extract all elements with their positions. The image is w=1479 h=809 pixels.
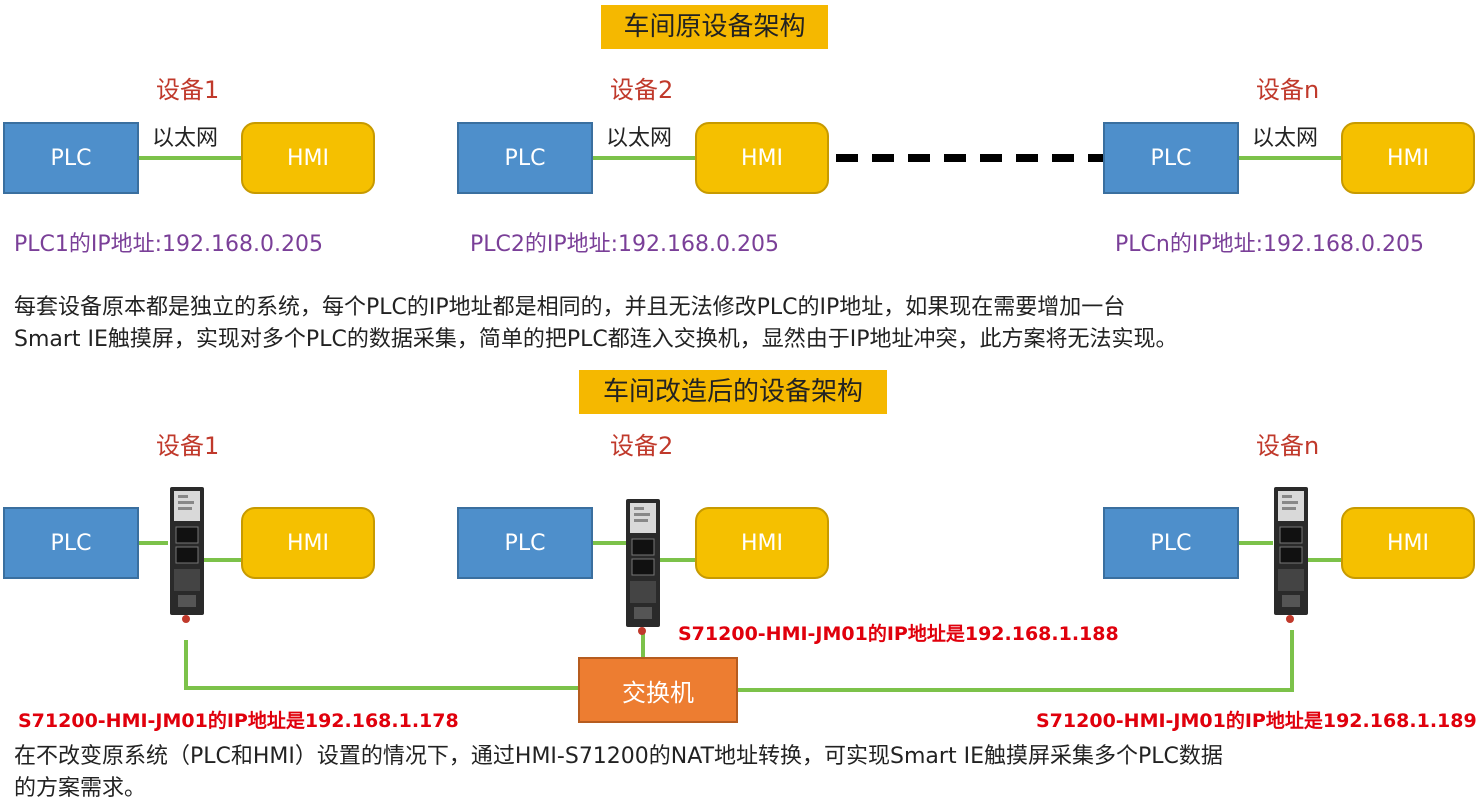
gateway-2-ip-label: S71200-HMI-JM01的IP地址是192.168.1.188	[678, 623, 1119, 645]
original-architecture-title: 车间原设备架构	[601, 5, 828, 49]
link-gateway1-switch	[184, 640, 578, 690]
plc2-ip-label: PLC2的IP地址:192.168.0.205	[470, 232, 779, 257]
ethernet-label-2: 以太网	[606, 126, 673, 151]
hmi-box-n: HMI	[1341, 122, 1475, 194]
device-2-label-bottom: 设备2	[610, 432, 674, 460]
modified-description-line-2: 的方案需求。	[14, 776, 147, 801]
network-switch: 交换机	[578, 657, 738, 723]
modified-architecture-title: 车间改造后的设备架构	[579, 370, 887, 414]
device-n-label: 设备n	[1256, 76, 1320, 104]
device-2-label: 设备2	[610, 76, 674, 104]
plc-box-2: PLC	[457, 122, 593, 194]
modified-description-line-1: 在不改变原系统（PLC和HMI）设置的情况下，通过HMI-S71200的NAT地…	[14, 744, 1223, 769]
gateway-n-ip-label: S71200-HMI-JM01的IP地址是192.168.1.189	[1036, 710, 1477, 732]
original-description-line-2: Smart IE触摸屏，实现对多个PLC的数据采集，简单的把PLC都连入交换机，…	[14, 327, 1178, 352]
device-1-label-bottom: 设备1	[156, 432, 220, 460]
plc1-ip-label: PLC1的IP地址:192.168.0.205	[14, 232, 323, 257]
plc-box-bottom-2: PLC	[457, 507, 593, 579]
device-1-label: 设备1	[156, 76, 220, 104]
gateway-device-n-icon	[1274, 487, 1308, 623]
original-description-line-1: 每套设备原本都是独立的系统，每个PLC的IP地址都是相同的，并且无法修改PLC的…	[14, 295, 1126, 320]
hmi-box-bottom-2: HMI	[695, 507, 829, 579]
plc-box-n: PLC	[1103, 122, 1239, 194]
modified-description: 在不改变原系统（PLC和HMI）设置的情况下，通过HMI-S71200的NAT地…	[14, 741, 1474, 805]
plcn-ip-label: PLCn的IP地址:192.168.0.205	[1115, 232, 1424, 257]
ethernet-label-n: 以太网	[1252, 126, 1319, 151]
plc-box-bottom-n: PLC	[1103, 507, 1239, 579]
gateway-device-2-icon	[626, 499, 660, 635]
device-n-label-bottom: 设备n	[1256, 432, 1320, 460]
ethernet-label-1: 以太网	[152, 126, 219, 151]
hmi-box-bottom-n: HMI	[1341, 507, 1475, 579]
hmi-box-bottom-1: HMI	[241, 507, 375, 579]
link-gatewayn-switch	[736, 630, 1294, 692]
plc-box-1: PLC	[3, 122, 139, 194]
original-description: 每套设备原本都是独立的系统，每个PLC的IP地址都是相同的，并且无法修改PLC的…	[14, 292, 1474, 356]
hmi-box-1: HMI	[241, 122, 375, 194]
hmi-box-2: HMI	[695, 122, 829, 194]
gateway-1-ip-label: S71200-HMI-JM01的IP地址是192.168.1.178	[18, 710, 459, 732]
plc-box-bottom-1: PLC	[3, 507, 139, 579]
gateway-device-1-icon	[170, 487, 204, 623]
